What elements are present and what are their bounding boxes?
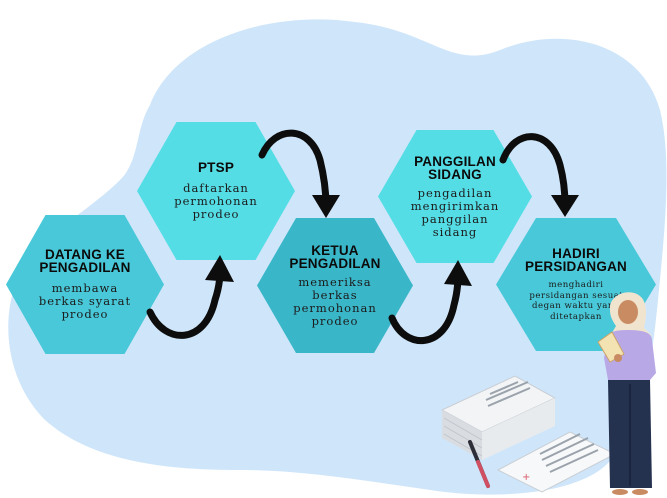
hexagon-shape [257,218,413,353]
hexagon-shape [378,130,532,263]
step-ptsp: PTSP daftarkan permohonan prodeo [137,122,295,260]
step-title: KETUA PENGADILAN [289,242,381,271]
step-description: daftarkan permohonan prodeo [174,181,258,221]
step-title: HADIRI PERSIDANGAN [525,246,627,274]
curved-arrow-icon [499,133,569,209]
step-description: menghadiri persidangan sesuai degan wakt… [529,280,623,322]
hexagon-shape [137,122,295,260]
hexagon-shape [6,215,164,354]
woman-figure-icon [597,292,656,495]
arrowhead-icon [312,195,340,218]
arrowhead-icon [205,255,234,282]
step-description: membawa berkas syarat prodeo [38,281,132,321]
step-description: memeriksa berkas permohonan prodeo [293,274,377,328]
step-title: PTSP [197,160,235,175]
document-stack-icon: + [440,375,617,493]
arrowhead-icon [551,195,579,217]
svg-text:+: + [522,472,530,483]
arrowhead-icon [444,260,472,286]
step-datang-ke-pengadilan: DATANG KE PENGADILAN membawa berkas syar… [6,215,164,354]
step-title: PANGGILAN SIDANG [414,153,496,182]
step-title: DATANG KE PENGADILAN [39,247,131,275]
step-ketua-pengadilan: KETUA PENGADILAN memeriksa berkas permoh… [257,218,413,353]
curved-arrow-icon [258,129,330,210]
step-description: pengadilan mengirimkan panggilan sidang [410,185,500,239]
step-panggilan-sidang: PANGGILAN SIDANG pengadilan mengirimkan … [378,130,532,263]
